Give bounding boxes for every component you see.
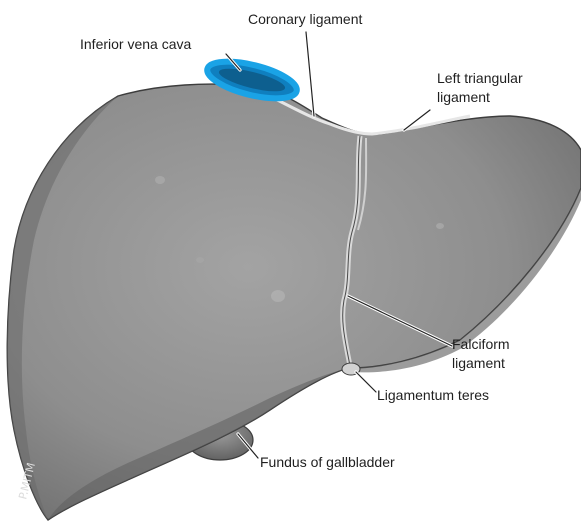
surface-highlight [271, 290, 285, 302]
surface-highlight [155, 176, 165, 184]
falciform-ligament-label-line2: ligament [452, 355, 505, 372]
falciform-ligament-label-line1: Falciform [452, 336, 510, 353]
coronary-ligament-leader [306, 32, 314, 116]
surface-highlight [196, 257, 204, 263]
fundus-of-gallbladder-label: Fundus of gallbladder [260, 454, 395, 471]
coronary-ligament-label: Coronary ligament [248, 11, 362, 28]
left-triangular-ligament-label-line2: ligament [437, 89, 490, 106]
inferior-vena-cava-label: Inferior vena cava [80, 36, 191, 53]
ligamentum-teres-label: Ligamentum teres [377, 387, 489, 404]
ligamentum-teres-leader [356, 372, 376, 392]
surface-highlight [436, 223, 444, 229]
left-triangular-ligament-label-line1: Left triangular [437, 70, 523, 87]
